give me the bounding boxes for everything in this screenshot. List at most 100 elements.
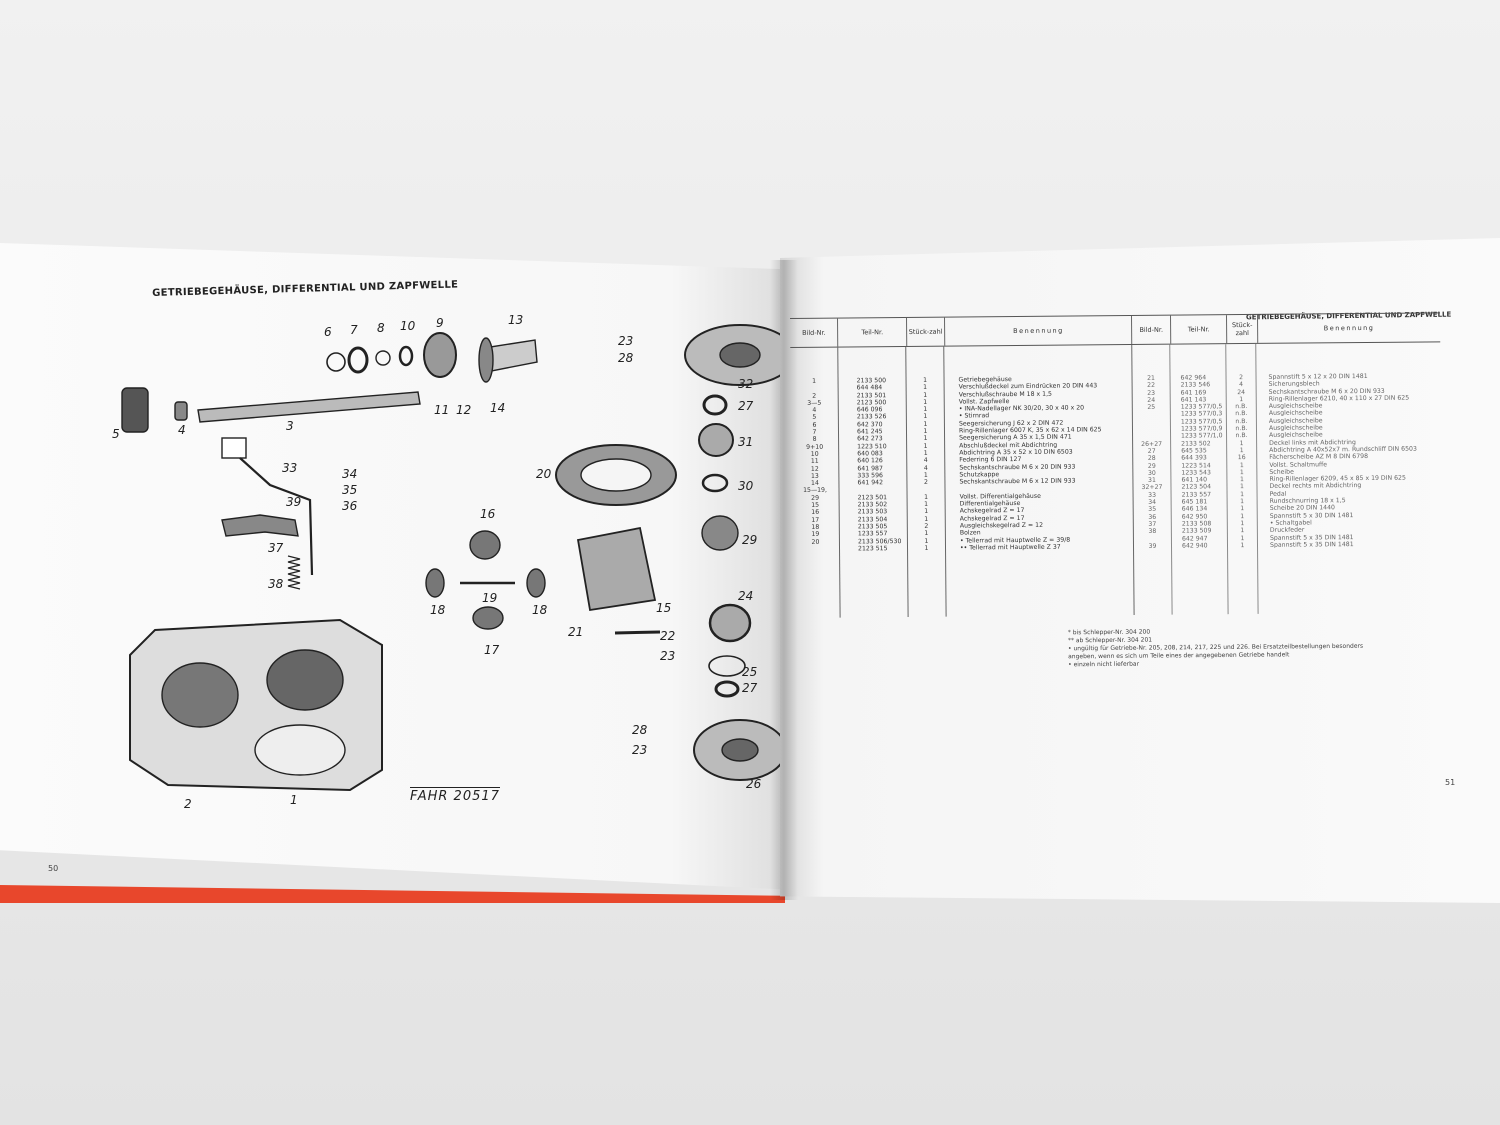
- left-page-number: 50: [48, 864, 59, 873]
- table-cell: 1233 577/0,3: [1180, 410, 1223, 419]
- part-differential-15: [576, 526, 657, 612]
- callout-33: 33: [282, 461, 297, 475]
- callout-3: 3: [286, 419, 294, 433]
- callout-28b: 28: [632, 723, 648, 737]
- part-spring-38: [287, 555, 301, 590]
- callout-32: 32: [738, 377, 753, 391]
- header-benennung-2: Benennung: [1323, 323, 1375, 333]
- callout-23: 23: [618, 334, 633, 348]
- callout-1: 1: [290, 793, 298, 807]
- part-bevel-gear-16: [469, 530, 501, 560]
- callout-21: 21: [568, 625, 583, 639]
- callout-2: 2: [184, 797, 192, 811]
- part-washer-30: [701, 473, 729, 493]
- callout-15: 15: [656, 601, 671, 615]
- table-cell: 642 940: [1181, 542, 1208, 550]
- table-cell: [792, 545, 839, 553]
- part-bevel-gear-18a: [425, 568, 445, 598]
- part-ring-8: [375, 350, 391, 366]
- callout-27b: 27: [742, 681, 758, 695]
- footnotes: * bis Schlepper-Nr. 304 200** ab Schlepp…: [1068, 627, 1363, 670]
- callout-25: 25: [742, 665, 757, 679]
- part-sleeve-29: [701, 515, 739, 551]
- right-page-number: 51: [1445, 778, 1456, 787]
- part-ring-6: [326, 352, 346, 372]
- callout-39: 39: [286, 495, 301, 509]
- exploded-parts-drawing: 6 7 8 10 9 13 23 28 32 5 4 3 11 12 14 27…: [112, 313, 780, 811]
- header-benennung: Benennung: [945, 316, 1133, 346]
- callout-26: 26: [746, 777, 762, 791]
- header-bild-nr: Bild-Nr.: [790, 318, 839, 347]
- callout-37: 37: [268, 541, 284, 555]
- part-fork-37: [221, 514, 299, 537]
- part-pedal-33: [221, 437, 247, 459]
- part-shims-25: [708, 655, 746, 677]
- header-stueckzahl-2: Stück-zahl: [1227, 314, 1259, 344]
- callout-24: 24: [738, 589, 753, 603]
- callout-28: 28: [618, 351, 634, 365]
- callout-30: 30: [738, 479, 754, 493]
- part-seal-27b: [714, 680, 740, 698]
- callout-34: 34: [342, 467, 357, 481]
- red-cover-edge: [0, 885, 785, 903]
- right-page: [780, 238, 1500, 903]
- header-stueckzahl: Stück-zahl: [906, 317, 946, 346]
- part-gear-5: [121, 387, 149, 433]
- callout-8: 8: [377, 321, 385, 335]
- callout-13: 13: [508, 313, 523, 327]
- callout-35: 35: [342, 483, 357, 497]
- parts-table: Bild-Nr. Teil-Nr. Stück-zahl Benennung B…: [790, 312, 1443, 618]
- part-bearing-4: [174, 401, 188, 421]
- callout-5: 5: [112, 427, 120, 441]
- table-cell: 2133 506/530: [857, 537, 902, 545]
- table-cell: Spannstift 5 x 35 DIN 1481: [1269, 540, 1354, 549]
- callout-12: 12: [456, 403, 471, 417]
- part-shaft-3: [197, 391, 421, 423]
- header-teil-nr-2: Teil-Nr.: [1170, 315, 1228, 344]
- header-bild-nr-2: Bild-Nr.: [1132, 315, 1172, 345]
- callout-27: 27: [738, 399, 754, 413]
- callout-18a: 18: [430, 603, 446, 617]
- callout-9: 9: [436, 316, 444, 330]
- callout-14: 14: [490, 401, 505, 415]
- callout-36: 36: [342, 499, 358, 513]
- part-bearing-24: [708, 603, 752, 643]
- callout-17: 17: [484, 643, 500, 657]
- callout-31: 31: [738, 435, 753, 449]
- callout-23c: 23: [632, 743, 647, 757]
- left-page: [0, 243, 790, 890]
- callout-4: 4: [178, 423, 186, 437]
- part-cover-9: [423, 332, 457, 378]
- callout-23b: 23: [660, 649, 675, 663]
- header-teil-nr: Teil-Nr.: [838, 317, 907, 347]
- part-bevel-gear-17: [472, 606, 504, 630]
- callout-20: 20: [536, 467, 552, 481]
- callout-10: 10: [400, 319, 416, 333]
- callout-38: 38: [268, 577, 284, 591]
- table-cell: 1: [1240, 541, 1245, 549]
- callout-18b: 18: [532, 603, 548, 617]
- part-seal-10: [398, 345, 414, 367]
- table-cell: 1: [924, 544, 929, 552]
- table-cell: •• Tellerrad mit Hauptwelle Z 37: [959, 543, 1061, 552]
- callout-29: 29: [742, 533, 757, 547]
- callout-19: 19: [482, 591, 497, 605]
- part-bevel-gear-18b: [526, 568, 546, 598]
- table-cell: 39: [1148, 542, 1157, 550]
- callout-6: 6: [324, 325, 332, 339]
- callout-11: 11: [434, 403, 449, 417]
- callout-labels: 6 7 8 10 9 13 23 28 32 5 4 3 11 12 14 27…: [112, 313, 762, 811]
- part-lock-plate-22: [614, 630, 661, 635]
- drawing-code: FAHR 20517: [410, 787, 500, 804]
- callout-7: 7: [350, 323, 358, 337]
- part-bearing-31: [698, 423, 734, 457]
